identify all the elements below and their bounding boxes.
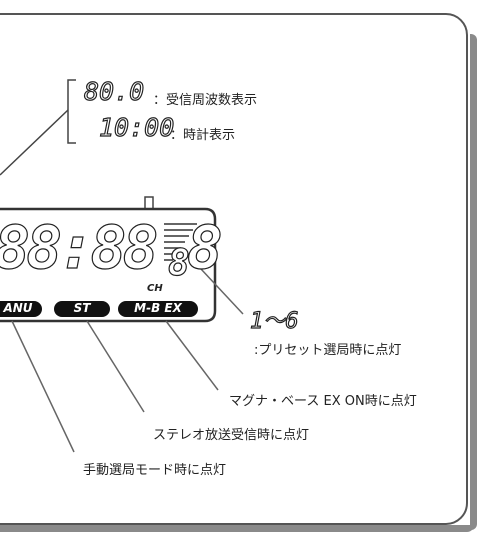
megabass-indicator-pill — [118, 301, 198, 317]
clock-sample-digits: 10:00 — [98, 112, 175, 142]
clock-display-label: ：時計表示 — [170, 128, 236, 143]
ch-number-digit: 8 — [167, 242, 190, 284]
ch-label: CH — [147, 283, 163, 294]
signal-level-bars — [164, 223, 197, 261]
frequency-display-label: ：受信周波数表示 — [153, 93, 258, 108]
preset-range-digits: 1〜6 — [249, 308, 299, 334]
megabass-callout-line — [165, 320, 219, 391]
stereo-indicator-text: ST — [73, 301, 91, 315]
lcd-main-digits: 88:88 8 — [0, 212, 223, 283]
manual-callout-label: 手動選局モード時に点灯 — [83, 463, 227, 478]
preset-callout-label: :プリセット選局時に点灯 — [254, 343, 402, 358]
panel-shadow-bottom — [0, 525, 474, 532]
manual-indicator-pill — [0, 301, 42, 317]
stereo-callout-label: ステレオ放送受信時に点灯 — [153, 428, 310, 443]
stereo-indicator-pill — [54, 301, 110, 317]
lcd-outline — [0, 207, 217, 323]
panel-shadow-right — [470, 34, 477, 530]
preset-callout-line — [200, 268, 244, 315]
megabass-indicator-text: M-B EX — [134, 301, 182, 315]
frequency-sample-digits: 80.0 — [83, 76, 145, 106]
megabass-callout-label: マグナ・ベース EX ON時に点灯 — [229, 394, 417, 409]
stereo-callout-line — [86, 320, 145, 413]
manual-callout-line — [11, 320, 75, 453]
manual-indicator-text: ANU — [3, 301, 33, 315]
display-notch — [144, 196, 154, 208]
diagram-panel — [0, 13, 468, 525]
legend-bracket — [67, 79, 76, 144]
legend-leader-line — [0, 109, 69, 176]
